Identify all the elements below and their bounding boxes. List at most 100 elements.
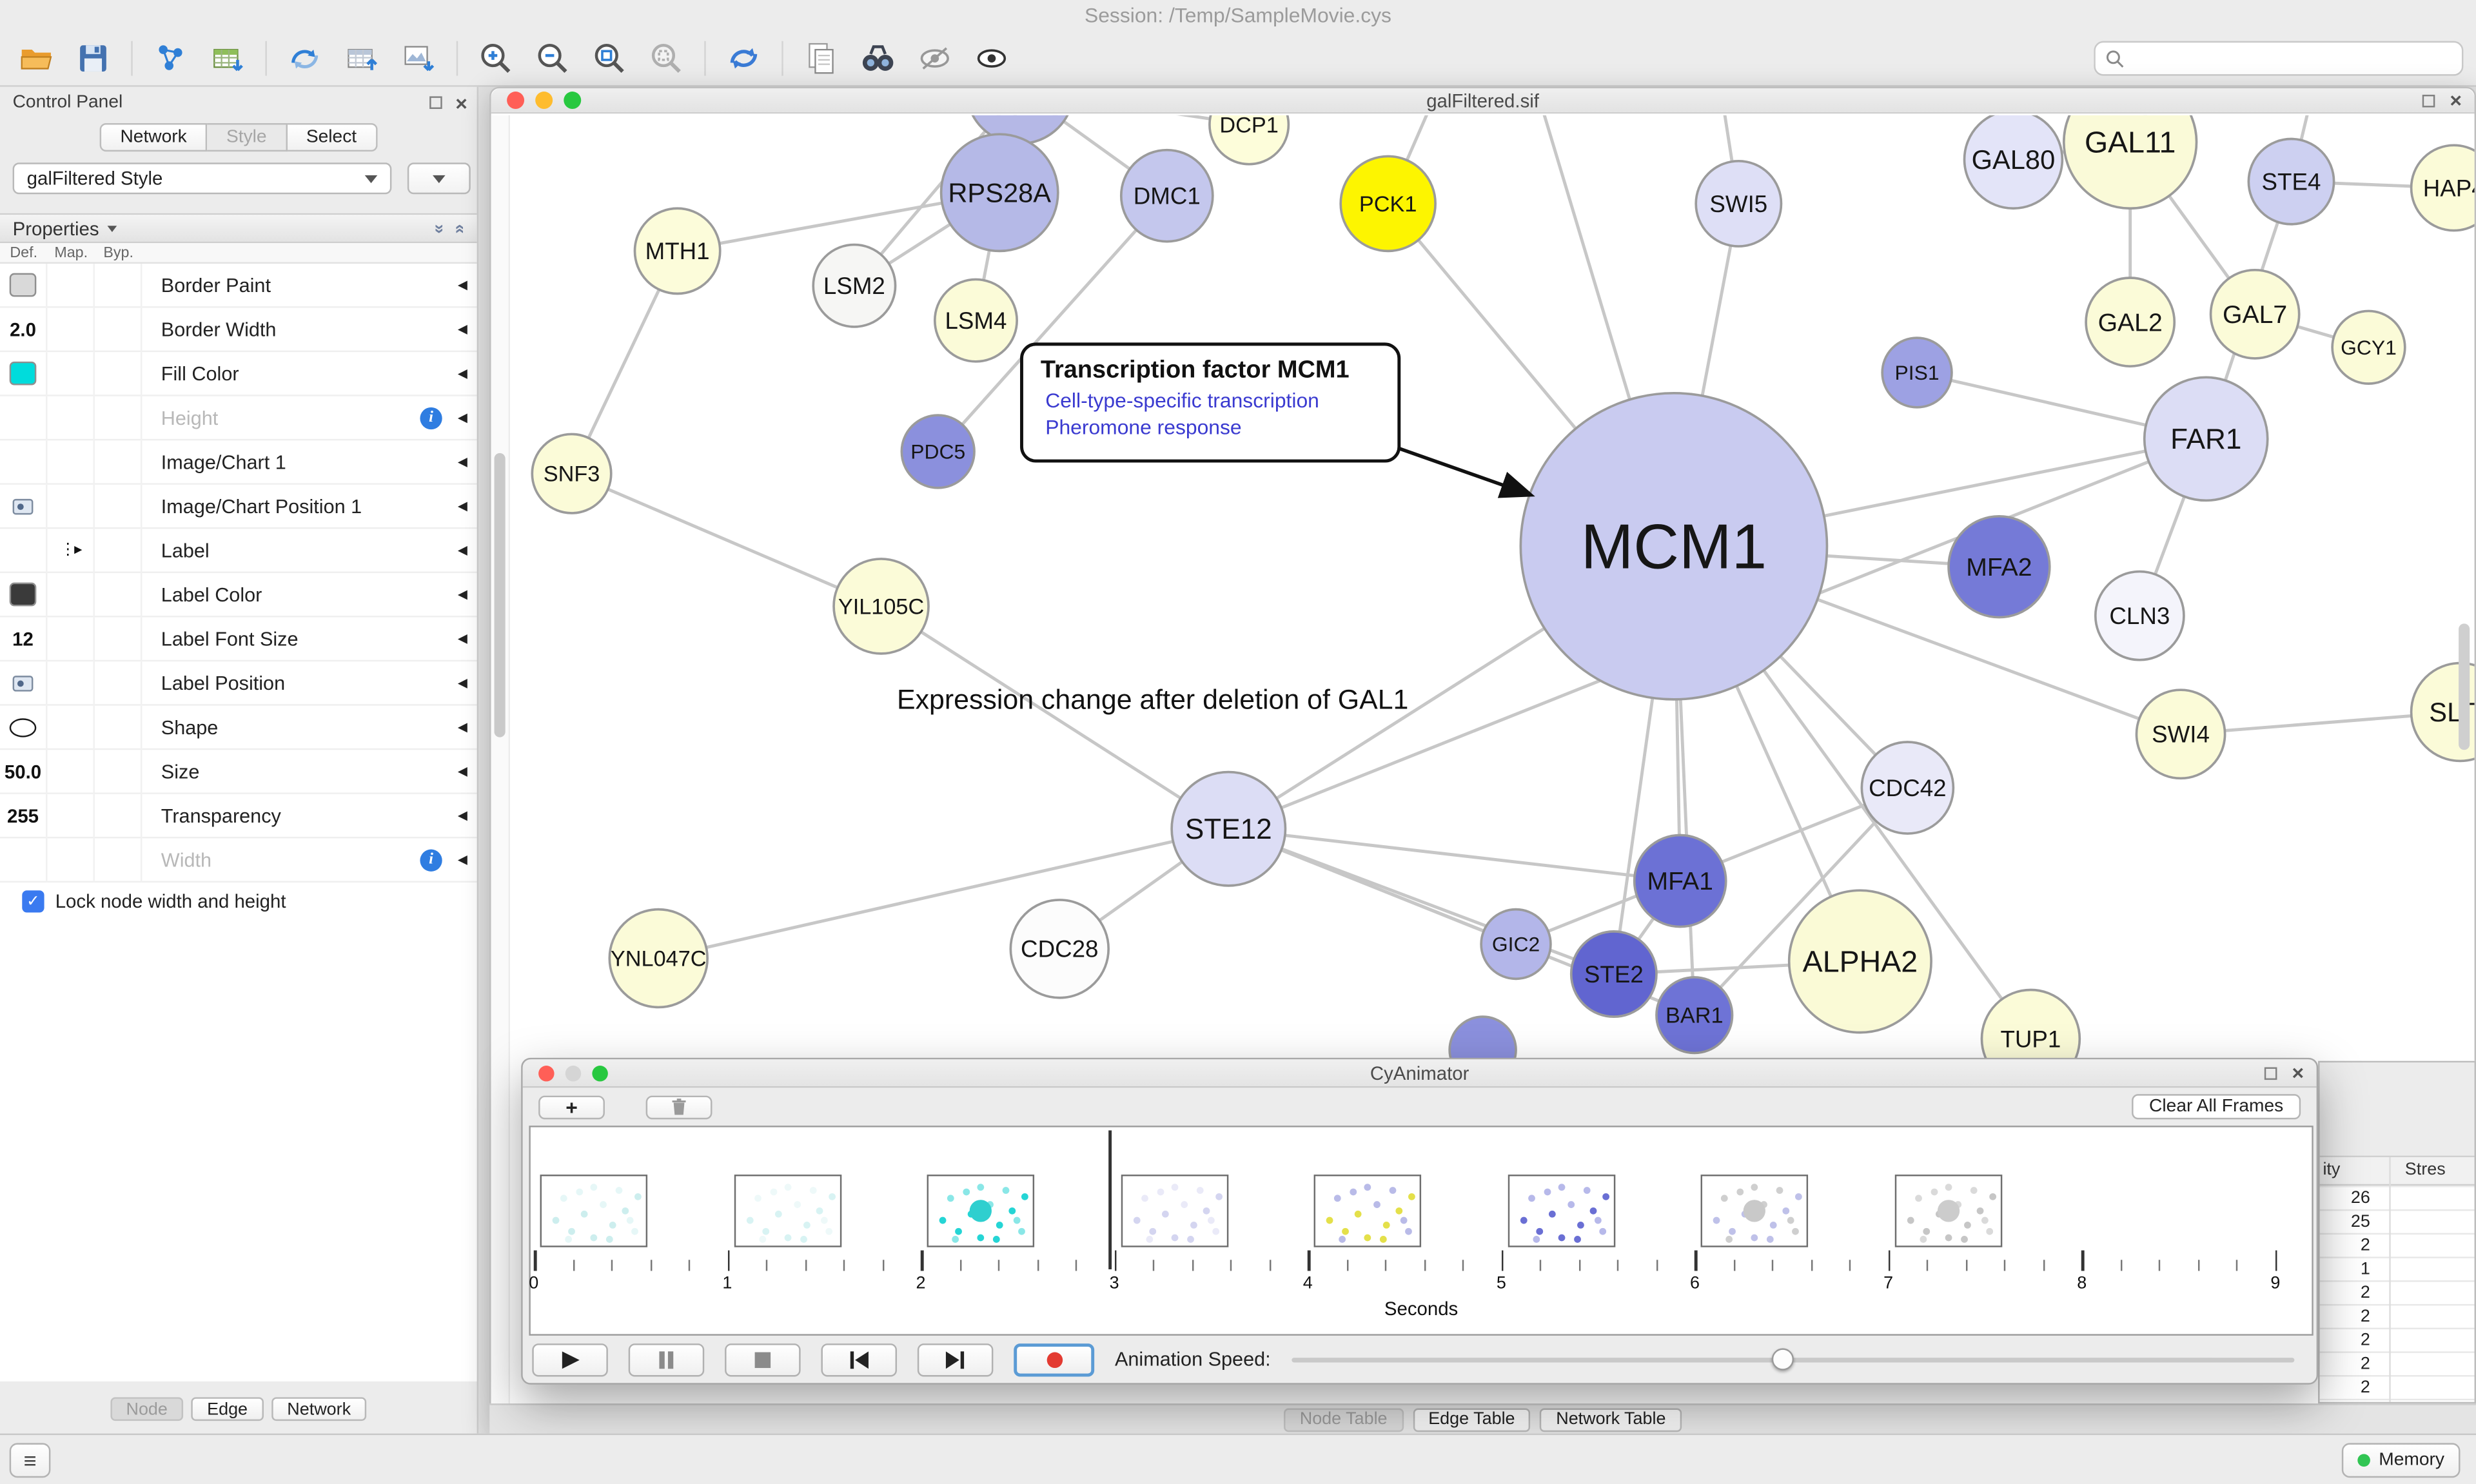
expand-arrow-icon[interactable]: ◀: [457, 410, 467, 425]
expand-all-icon[interactable]: »: [449, 223, 469, 233]
pause-button[interactable]: [628, 1342, 705, 1376]
property-row-label-position[interactable]: Label Position◀: [0, 660, 477, 706]
close-window-icon[interactable]: ×: [2292, 1060, 2304, 1085]
minimize-traffic-icon[interactable]: [535, 92, 553, 109]
table-row[interactable]: 25: [2319, 1211, 2475, 1235]
expand-arrow-icon[interactable]: ◀: [457, 719, 467, 734]
tab-node[interactable]: Node: [110, 1397, 184, 1421]
tab-network-table[interactable]: Network Table: [1540, 1407, 1682, 1432]
tab-network[interactable]: Network: [271, 1397, 367, 1421]
annotation-link[interactable]: Cell-type-specific transcription: [1045, 388, 1319, 413]
zoom-in-icon[interactable]: [472, 36, 519, 81]
property-row-fill-color[interactable]: Fill Color◀: [0, 351, 477, 396]
table-row[interactable]: 2: [2319, 1377, 2475, 1401]
tab-style[interactable]: Style: [207, 123, 288, 152]
annotation-link[interactable]: Pheromone response: [1045, 415, 1242, 439]
float-window-icon[interactable]: [2422, 93, 2436, 107]
expand-arrow-icon[interactable]: ◀: [457, 852, 467, 867]
style-options-button[interactable]: [407, 162, 471, 195]
zoom-out-icon[interactable]: [529, 36, 576, 81]
expand-arrow-icon[interactable]: ◀: [457, 498, 467, 513]
frame-thumbnail-6[interactable]: [1701, 1175, 1809, 1247]
table-row[interactable]: 2: [2319, 1282, 2475, 1306]
table-row[interactable]: 1: [2319, 1258, 2475, 1282]
node-ste2[interactable]: STE2: [1569, 930, 1658, 1018]
table-row[interactable]: 2: [2319, 1329, 2475, 1353]
node-mfa2[interactable]: MFA2: [1947, 514, 2051, 619]
refresh-icon[interactable]: [720, 36, 767, 81]
edge-ynl047c-ste12[interactable]: [658, 827, 1229, 960]
node-swi5[interactable]: SWI5: [1695, 159, 1783, 248]
node-lsm2[interactable]: LSM2: [812, 243, 897, 328]
close-panel-icon[interactable]: ×: [455, 90, 467, 115]
export-network-icon[interactable]: [281, 36, 328, 81]
expand-arrow-icon[interactable]: ◀: [457, 322, 467, 337]
open-session-icon[interactable]: [13, 36, 60, 81]
node-alpha2[interactable]: ALPHA2: [1787, 889, 1932, 1034]
node-gal11[interactable]: GAL11: [2063, 115, 2198, 210]
float-panel-icon[interactable]: [430, 96, 443, 109]
tab-network[interactable]: Network: [99, 123, 208, 152]
save-session-icon[interactable]: [70, 36, 117, 81]
node-mcm1[interactable]: MCM1: [1519, 391, 1829, 701]
node-yil105c[interactable]: YIL105C: [832, 558, 930, 655]
close-traffic-icon[interactable]: [507, 92, 525, 109]
network-left-scrollbar[interactable]: [491, 115, 511, 1432]
export-image-icon[interactable]: [395, 36, 442, 81]
node-gic2[interactable]: GIC2: [1480, 908, 1552, 981]
color-swatch[interactable]: [9, 582, 37, 607]
annotation-box[interactable]: Transcription factor MCM1 Cell-type-spec…: [1020, 342, 1401, 463]
minimize-traffic-icon[interactable]: [565, 1064, 582, 1081]
edge-pdc5-dmc1[interactable]: [936, 195, 1168, 453]
color-swatch[interactable]: [9, 273, 37, 297]
collapse-all-icon[interactable]: »: [429, 223, 449, 233]
menu-button[interactable]: ≡: [9, 1443, 51, 1478]
frame-thumbnail-0[interactable]: [540, 1175, 648, 1247]
node-gcy1[interactable]: GCY1: [2331, 309, 2406, 385]
node-snf3[interactable]: SNF3: [531, 433, 613, 514]
import-network-icon[interactable]: [147, 36, 194, 81]
edge-yil105c-ste12[interactable]: [880, 605, 1230, 830]
zoom-traffic-icon[interactable]: [592, 1064, 608, 1081]
tab-edge-table[interactable]: Edge Table: [1412, 1407, 1531, 1432]
search-binoculars-icon[interactable]: [854, 36, 901, 81]
table-row[interactable]: 2: [2319, 1235, 2475, 1258]
hide-eye-icon[interactable]: [911, 36, 958, 81]
tab-select[interactable]: Select: [287, 123, 377, 152]
node-pdc5[interactable]: PDC5: [900, 414, 976, 489]
tab-node-table[interactable]: Node Table: [1284, 1407, 1404, 1432]
record-button[interactable]: [1014, 1342, 1095, 1376]
search-input[interactable]: [2132, 47, 2453, 70]
properties-header[interactable]: Properties » »: [0, 213, 477, 244]
node-dmc1[interactable]: DMC1: [1119, 148, 1214, 243]
node-lsm4[interactable]: LSM4: [933, 278, 1018, 363]
close-window-icon[interactable]: ×: [2450, 88, 2462, 112]
search-box[interactable]: [2094, 41, 2464, 76]
node-ste4[interactable]: STE4: [2247, 137, 2335, 226]
table-row[interactable]: 26: [2319, 1187, 2475, 1211]
expand-arrow-icon[interactable]: ◀: [457, 676, 467, 690]
node-gal2[interactable]: GAL2: [2085, 277, 2176, 368]
node-pck1[interactable]: PCK1: [1339, 155, 1437, 253]
node-pis1[interactable]: PIS1: [1881, 337, 1953, 409]
table-column-header[interactable]: ity: [2323, 1160, 2341, 1180]
node-rps28a[interactable]: RPS28A: [939, 133, 1059, 253]
node-ynl047c[interactable]: YNL047C: [608, 908, 709, 1009]
node-hap4[interactable]: HAP4: [2410, 144, 2475, 232]
node-swi4[interactable]: SWI4: [2135, 688, 2226, 780]
expand-arrow-icon[interactable]: ◀: [457, 764, 467, 779]
frame-thumbnail-4[interactable]: [1314, 1175, 1422, 1247]
color-swatch[interactable]: [9, 361, 37, 386]
node-gal80[interactable]: GAL80: [1963, 115, 2064, 210]
frame-thumbnail-1[interactable]: [733, 1175, 841, 1247]
network-titlebar[interactable]: galFiltered.sif ×: [491, 88, 2475, 114]
property-row-image-chart-1[interactable]: Image/Chart 1◀: [0, 440, 477, 485]
frame-thumbnail-3[interactable]: [1120, 1175, 1228, 1247]
network-right-scrollbar[interactable]: [2459, 623, 2470, 750]
node-gal7[interactable]: GAL7: [2209, 268, 2301, 360]
property-row-border-paint[interactable]: Border Paint◀: [0, 262, 477, 308]
